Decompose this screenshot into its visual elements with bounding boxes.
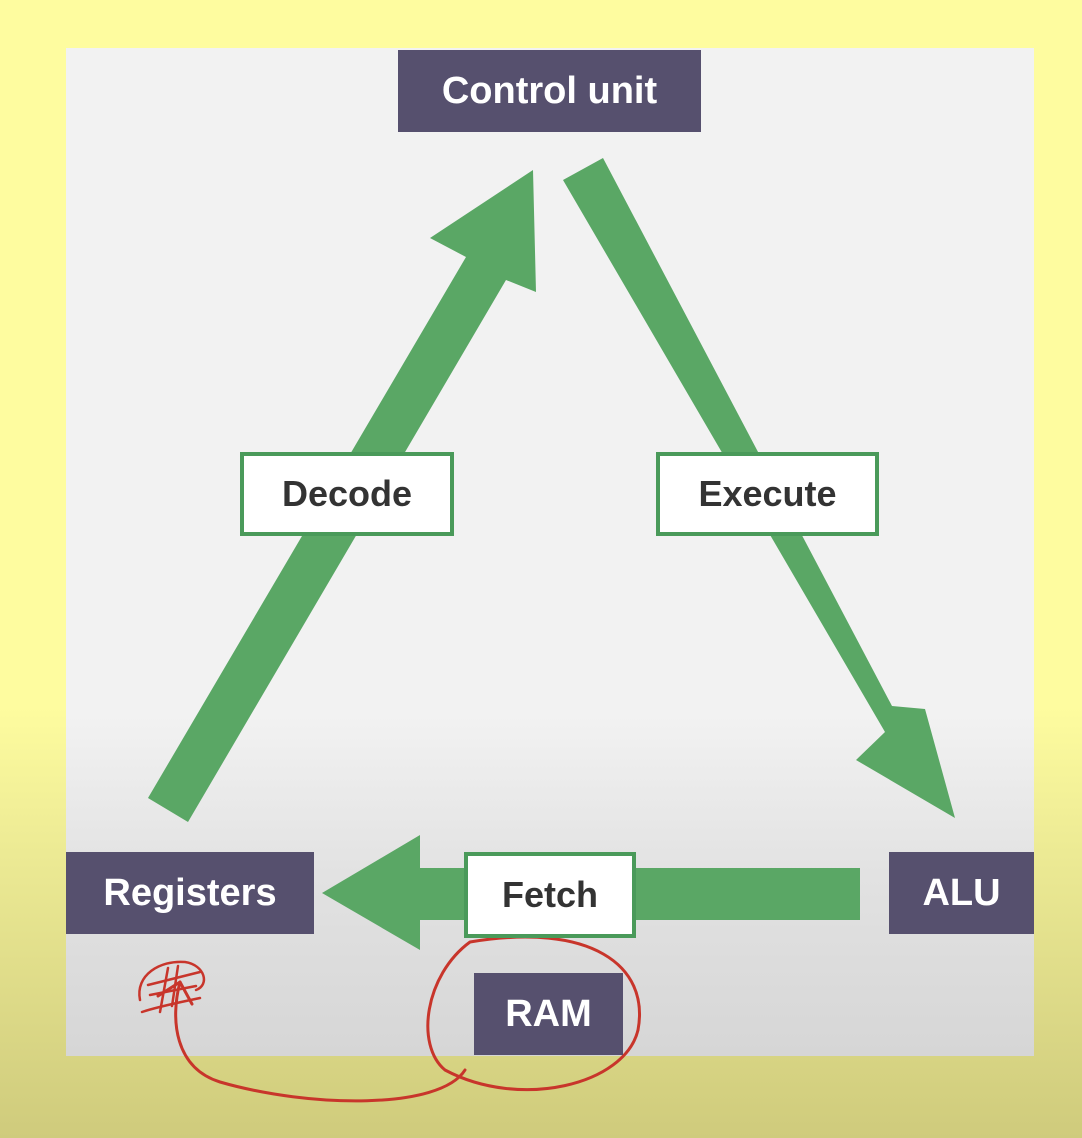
ram-circle-annotation <box>426 935 641 1092</box>
fetch-label: Fetch <box>464 852 636 938</box>
control-unit-node: Control unit <box>398 50 701 132</box>
execute-label: Execute <box>656 452 879 536</box>
ram-to-registers-annotation-arrow <box>174 980 467 1103</box>
ram-node: RAM <box>474 973 623 1055</box>
alu-node: ALU <box>889 852 1034 934</box>
handwritten-scribble <box>138 960 206 1014</box>
decode-label: Decode <box>240 452 454 536</box>
registers-node: Registers <box>66 852 314 934</box>
